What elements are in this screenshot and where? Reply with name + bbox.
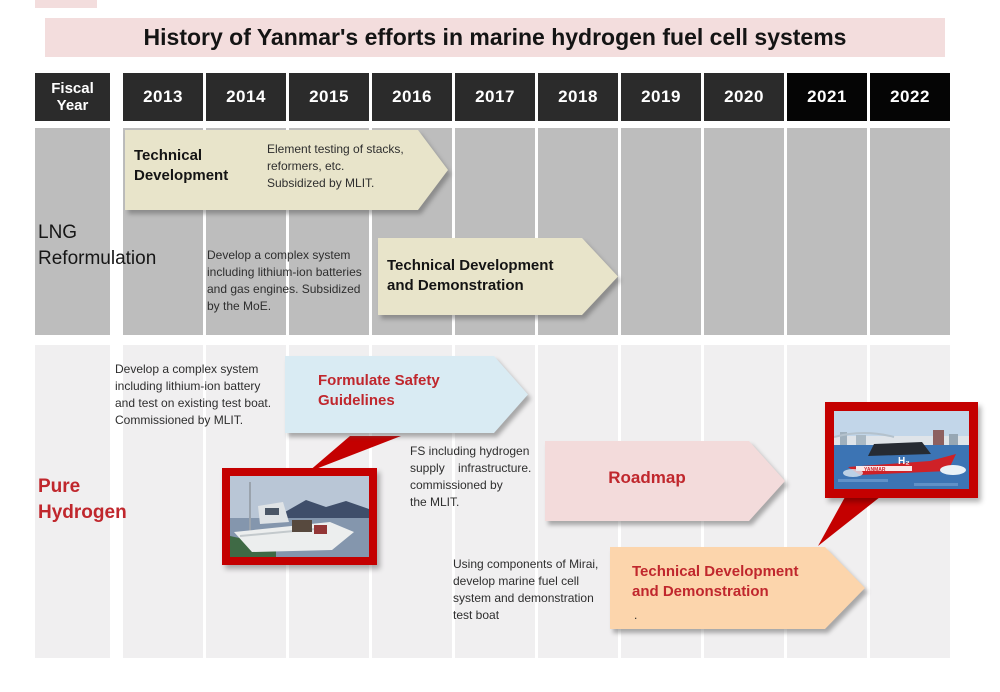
- arrow-formulate-safety-guidelines-shape: Formulate Safety Guidelines: [285, 356, 528, 433]
- test-boat-photo: [230, 476, 369, 557]
- year-header-2016: 2016: [372, 73, 452, 121]
- arrow-tech-dev-demo-pure-footnote: .: [634, 608, 638, 622]
- year-header-2015: 2015: [289, 73, 369, 121]
- year-header-2021: 2021: [787, 73, 867, 121]
- arrow-formulate-safety-guidelines-label: Formulate Safety Guidelines: [318, 372, 440, 409]
- arrow-roadmap-label: Roadmap: [608, 468, 686, 487]
- arrow-technical-development-label: Technical Development: [134, 147, 229, 184]
- year-header-2020: 2020: [704, 73, 784, 121]
- arrow-formulate-safety-guidelines: Formulate Safety Guidelines: [285, 356, 528, 433]
- grid-column-stripe: [35, 128, 110, 335]
- arrow-tech-dev-demo-pure-shape: Technical Development and Demonstration …: [610, 547, 865, 629]
- h2-logo: H₂: [898, 456, 910, 467]
- arrow-tech-dev-demo-lng-label: Technical Development and Demonstration: [387, 257, 554, 294]
- yanmar-brand: YANMAR: [864, 467, 886, 473]
- grid-column-stripe: [870, 345, 950, 658]
- arrow-technical-development: Technical Development Element testing of…: [125, 130, 448, 210]
- grid-column-stripe: [123, 345, 203, 658]
- arrow-tech-dev-demo-pure: Technical Development and Demonstration …: [610, 547, 865, 629]
- row-label-lng: LNG Reformulation: [38, 222, 157, 269]
- note-mirai: Using components of Mirai, develop marin…: [453, 557, 599, 623]
- year-header-2022: 2022: [870, 73, 950, 121]
- fiscal-year-header-cell: Fiscal Year: [35, 73, 110, 121]
- lng-row-band: [0, 128, 1000, 335]
- hydrogen-boat-photo: H₂ YANMAR: [834, 411, 969, 489]
- top-accent-strip: [35, 0, 97, 8]
- arrow-tech-dev-demo-lng: Technical Development and Demonstration: [378, 238, 618, 315]
- photo-frame-hydrogen-boat: H₂ YANMAR: [825, 402, 978, 498]
- grid-column-stripe: [787, 128, 867, 335]
- arrow-tech-dev-demo-pure-label: Technical Development and Demonstration: [632, 563, 799, 600]
- arrow-roadmap-shape: Roadmap: [545, 441, 785, 521]
- year-header-2013: 2013: [123, 73, 203, 121]
- note-lng-moe: Develop a complex system including lithi…: [207, 248, 362, 314]
- arrow-roadmap: Roadmap: [545, 441, 785, 521]
- row-label-pure: Pure Hydrogen: [38, 476, 127, 523]
- grid-column-stripe: [621, 128, 701, 335]
- grid-column-stripe: [870, 128, 950, 335]
- page-title: History of Yanmar's efforts in marine hy…: [45, 18, 945, 57]
- year-header-2018: 2018: [538, 73, 618, 121]
- year-header-2017: 2017: [455, 73, 535, 121]
- note-fs-infrastructure: FS including hydrogen supply infrastruct…: [410, 444, 532, 510]
- grid-column-stripe: [35, 345, 110, 658]
- arrow-technical-development-note: Element testing of stacks, reformers, et…: [267, 142, 404, 191]
- photo-frame-test-boat: [222, 468, 377, 565]
- year-header-2014: 2014: [206, 73, 286, 121]
- arrow-tech-dev-demo-lng-shape: Technical Development and Demonstration: [378, 238, 618, 315]
- year-header-2019: 2019: [621, 73, 701, 121]
- arrow-technical-development-shape: Technical Development Element testing of…: [125, 130, 448, 210]
- grid-column-stripe: [704, 128, 784, 335]
- note-pure-mlit: Develop a complex system including lithi…: [115, 362, 272, 428]
